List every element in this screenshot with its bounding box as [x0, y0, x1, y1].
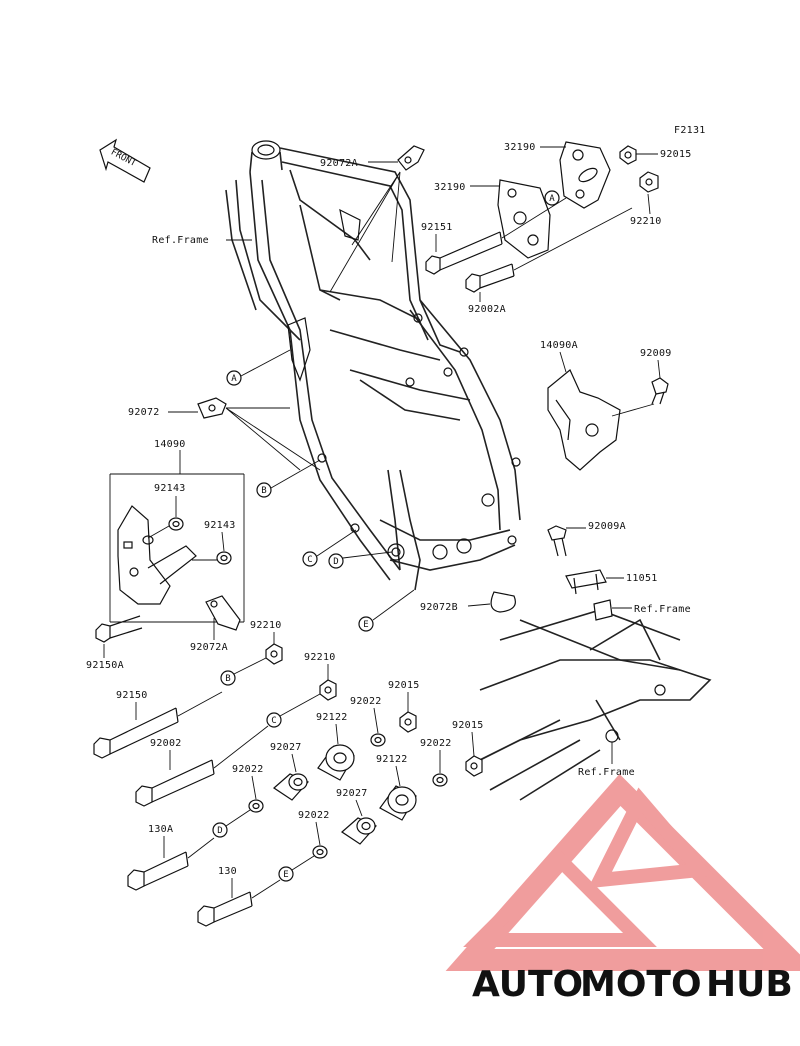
- callout-D-bolt: D: [217, 826, 222, 836]
- collar-92027-a: [273, 773, 309, 801]
- label-32190-a: 32190: [504, 142, 536, 153]
- cable-holder-92072A-left: [205, 595, 241, 631]
- label-92072A-left: 92072A: [190, 642, 228, 653]
- label-92150: 92150: [116, 690, 148, 701]
- label-ref-frame-1: Ref.Frame: [152, 235, 209, 246]
- label-92015-a: 92015: [660, 149, 692, 160]
- nut-92210-b: [265, 643, 283, 665]
- bolt-92002A: [465, 263, 515, 293]
- label-92210-b: 92210: [250, 620, 282, 631]
- washer-92022-b: [432, 773, 448, 787]
- label-92022-c: 92022: [232, 764, 264, 775]
- engine-bracket-32190-lower: [497, 179, 551, 259]
- bolt-130: [197, 891, 253, 927]
- motorcycle-frame: [225, 140, 521, 591]
- bushing-92122-a: [317, 744, 355, 781]
- label-92210-a: 92210: [630, 216, 662, 227]
- label-92002A: 92002A: [468, 304, 506, 315]
- label-92210-c: 92210: [304, 652, 336, 663]
- cable-holder-92072: [197, 397, 227, 419]
- label-92122-a: 92122: [316, 712, 348, 723]
- washer-92022-d: [312, 845, 328, 859]
- collar-ref-frame: [593, 599, 613, 621]
- label-130: 130: [218, 866, 237, 877]
- washer-92015-c: [465, 755, 483, 777]
- label-92022-a: 92022: [350, 696, 382, 707]
- label-92072: 92072: [128, 407, 160, 418]
- nut-92015-upper: [619, 145, 637, 165]
- watermark-moto: MOTO: [580, 964, 702, 1005]
- label-92002: 92002: [150, 738, 182, 749]
- label-32190-b: 32190: [434, 182, 466, 193]
- engine-bracket-32190-upper: [559, 141, 611, 209]
- label-14090: 14090: [154, 439, 186, 450]
- bolt-92009A: [547, 525, 567, 557]
- callout-E-bolt: E: [283, 870, 288, 880]
- frame-cover-14090: [117, 505, 197, 605]
- callout-C-frame: C: [307, 555, 312, 565]
- watermark-auto: AUTO: [472, 964, 583, 1005]
- callout-E-frame: E: [363, 620, 368, 630]
- label-92072A: 92072A: [320, 158, 358, 169]
- callout-D-frame: D: [333, 557, 338, 567]
- label-14090A: 14090A: [540, 340, 578, 351]
- washer-92022-c: [248, 799, 264, 813]
- label-92009: 92009: [640, 348, 672, 359]
- callout-A-upper: A: [549, 194, 555, 204]
- label-92150A: 92150A: [86, 660, 124, 671]
- washer-92015-b: [399, 711, 417, 733]
- callout-A-left: A: [231, 374, 237, 384]
- bolt-92009: [651, 377, 669, 405]
- cable-holder-92072A-top: [397, 145, 425, 171]
- label-130A: 130A: [148, 824, 173, 835]
- label-92015-c: 92015: [452, 720, 484, 731]
- front-arrow-icon: FRONT: [99, 138, 151, 183]
- label-92143-b: 92143: [204, 520, 236, 531]
- label-92027-a: 92027: [270, 742, 302, 753]
- bolt-92150: [93, 707, 179, 759]
- bolt-92151: [425, 231, 503, 275]
- label-11051: 11051: [626, 573, 658, 584]
- diagram-id: F2131: [674, 125, 706, 136]
- label-92009A: 92009A: [588, 521, 626, 532]
- frame-cover-14090A: [547, 369, 621, 471]
- label-92015-b: 92015: [388, 680, 420, 691]
- label-92027-b: 92027: [336, 788, 368, 799]
- grommet-92143-a: [168, 517, 184, 531]
- label-ref-frame-3: Ref.Frame: [578, 767, 635, 778]
- band-92072B: [490, 591, 516, 613]
- bolt-92002: [135, 759, 215, 807]
- callout-B-bolt: B: [225, 674, 230, 684]
- label-92143-a: 92143: [154, 483, 186, 494]
- clip-11051: [565, 569, 607, 595]
- label-92022-d: 92022: [298, 810, 330, 821]
- collar-92027-b: [341, 817, 377, 845]
- callout-B-frame: B: [261, 486, 266, 496]
- watermark-hub: HUB: [706, 964, 793, 1005]
- automotohub-logo: [445, 773, 800, 971]
- washer-92022-a: [370, 733, 386, 747]
- label-92122-b: 92122: [376, 754, 408, 765]
- nut-92210-upper: [639, 171, 659, 193]
- callout-C-bolt: C: [271, 716, 276, 726]
- bolt-92150A: [95, 615, 143, 643]
- bushing-92122-b: [379, 785, 417, 821]
- label-92151: 92151: [421, 222, 453, 233]
- label-92072B: 92072B: [420, 602, 458, 613]
- label-ref-frame-2: Ref.Frame: [634, 604, 691, 615]
- label-92022-b: 92022: [420, 738, 452, 749]
- bolt-130A: [127, 851, 189, 891]
- nut-92210-c: [319, 679, 337, 701]
- grommet-92143-b: [216, 551, 232, 565]
